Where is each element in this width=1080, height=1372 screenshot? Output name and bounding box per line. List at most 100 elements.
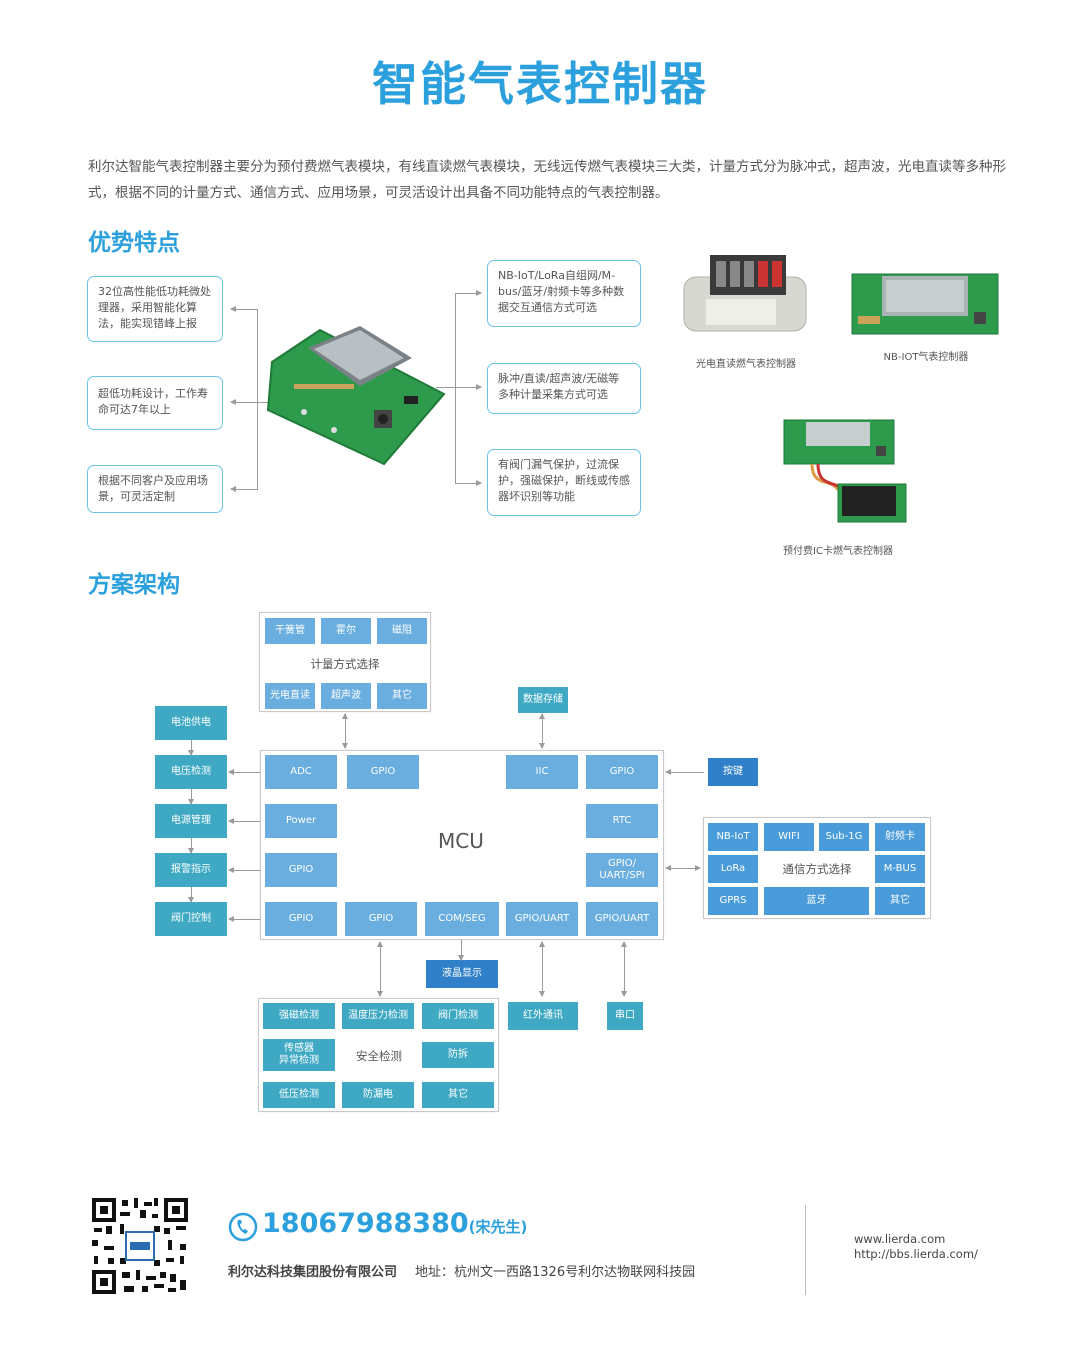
connector [228,769,260,775]
metering-other: 其它 [377,683,427,709]
mcu-rtc: RTC [586,804,658,838]
comm-lora: LoRa [708,855,758,883]
connector [188,887,194,903]
product-caption-prepaid: 预付费IC卡燃气表控制器 [783,546,893,557]
voltage-detection: 电压检测 [155,755,227,789]
serial-port: 串口 [607,1002,643,1030]
feature-right-3: 有阀门漏气保护，过流保护，强磁保护，断线或传感器坏识别等功能 [487,449,641,516]
product-caption-optical: 光电直读燃气表控制器 [696,359,796,370]
connector [342,713,348,749]
mcu-com-seg: COM/SEG [425,902,499,936]
metering-label: 计量方式选择 [310,657,380,671]
product-caption-nbiot: NB-IOT气表控制器 [883,352,969,363]
feature-right-2: 脉冲/直读/超声波/无磁等多种计量采集方式可选 [487,363,641,414]
company-address: 地址：杭州文一西路1326号利尔达物联网科技园 [415,1265,696,1280]
feature-left-1: 32位高性能低功耗微处理器，采用智能化算法，能实现错峰上报 [87,276,223,342]
comm-other: 其它 [875,887,925,915]
feature-left-3: 根据不同客户及应用场景，可灵活定制 [87,465,223,513]
connector [621,941,627,997]
lcd-display: 液晶显示 [426,960,498,988]
connector [230,306,258,312]
architecture-heading: 方案架构 [88,572,180,598]
footer-divider [805,1205,806,1295]
connector [257,309,258,489]
comm-wifi: WIFI [764,823,814,851]
safety-magnetic: 强磁检测 [263,1003,335,1029]
connector [665,769,704,775]
safety-label: 安全检测 [356,1049,402,1063]
metering-ultrasonic: 超声波 [321,683,371,709]
connector [377,941,383,997]
connector [188,838,194,854]
safety-leakage: 防漏电 [342,1082,414,1108]
connector [188,740,194,756]
comm-nb-iot: NB-IoT [708,823,758,851]
metering-reed-switch: 干簧管 [265,618,315,644]
data-storage: 数据存储 [518,687,568,713]
feature-left-2: 超低功耗设计，工作寿命可达7年以上 [87,376,223,430]
connector [228,818,260,824]
connector [228,867,260,873]
prepaid-ic-card-controller-image [783,419,907,523]
comm-label: 通信方式选择 [782,862,852,876]
mcu-gpio-bottom-2: GPIO [345,902,417,936]
connector [228,916,260,922]
comm-sub1g: Sub-1G [819,823,869,851]
connector [230,399,277,405]
connector [436,384,482,390]
optical-reader-controller-image [683,255,807,332]
mcu-gpio-left: GPIO [265,853,337,887]
metering-optical: 光电直读 [265,683,315,709]
comm-mbus: M-BUS [875,855,925,883]
features-heading: 优势特点 [88,230,180,256]
connector [539,713,545,749]
safety-tamper: 防拆 [422,1042,494,1068]
mcu-gpio-uart-1: GPIO/UART [506,902,578,936]
mcu-gpio-top-2: GPIO [586,755,658,789]
controller-board-image [266,326,446,466]
battery-supply: 电池供电 [155,706,227,740]
forum-link[interactable]: http://bbs.lierda.com/ [854,1247,978,1261]
safety-other: 其它 [422,1082,494,1108]
intro-paragraph: 利尔达智能气表控制器主要分为预付费燃气表模块，有线直读燃气表模块，无线远传燃气表… [88,159,1006,201]
phone-contact: (宋先生) [468,1218,528,1236]
mcu-gpio-uart-spi: GPIO/ UART/SPI [586,853,658,887]
connector [455,290,482,296]
alarm-indicator: 报警指示 [155,853,227,887]
comm-rf-card: 射频卡 [875,823,925,851]
mcu-gpio-bottom-1: GPIO [265,902,337,936]
metering-hall: 霍尔 [321,618,371,644]
phone-icon [228,1212,258,1242]
connector [665,865,701,871]
website-link[interactable]: www.lierda.com [854,1232,946,1246]
safety-sensor-fault: 传感器 异常检测 [263,1039,335,1071]
safety-temp-pressure: 温度压力检测 [342,1003,414,1029]
qr-code-icon [90,1196,190,1296]
comm-gprs: GPRS [708,887,758,915]
mcu-gpio-uart-2: GPIO/UART [586,902,658,936]
nb-iot-controller-image [851,273,999,335]
mcu-iic: IIC [506,755,578,789]
mcu-label: MCU [438,829,484,853]
mcu-adc: ADC [265,755,337,789]
connector [539,941,545,997]
page-title: 智能气表控制器 [372,57,708,111]
infrared-comm: 红外通讯 [508,1002,578,1030]
metering-magnetoresistive: 磁阻 [377,618,427,644]
safety-valve: 阀门检测 [422,1003,494,1029]
key-button-block: 按键 [708,758,758,786]
mcu-gpio-top-1: GPIO [347,755,419,789]
phone-number: 18067988380(宋先生) [262,1208,527,1239]
valve-control: 阀门控制 [155,902,227,936]
company-name: 利尔达科技集团股份有限公司 [228,1265,398,1280]
connector [458,940,464,961]
connector [230,486,258,492]
mcu-power: Power [265,804,337,838]
comm-bluetooth: 蓝牙 [764,887,869,915]
power-management: 电源管理 [155,804,227,838]
connector [455,293,456,483]
phone-digits: 18067988380 [262,1208,469,1239]
connector [455,480,482,486]
feature-right-1: NB-IoT/LoRa自组网/M-bus/蓝牙/射频卡等多种数据交互通信方式可选 [487,260,641,327]
safety-low-voltage: 低压检测 [263,1082,335,1108]
